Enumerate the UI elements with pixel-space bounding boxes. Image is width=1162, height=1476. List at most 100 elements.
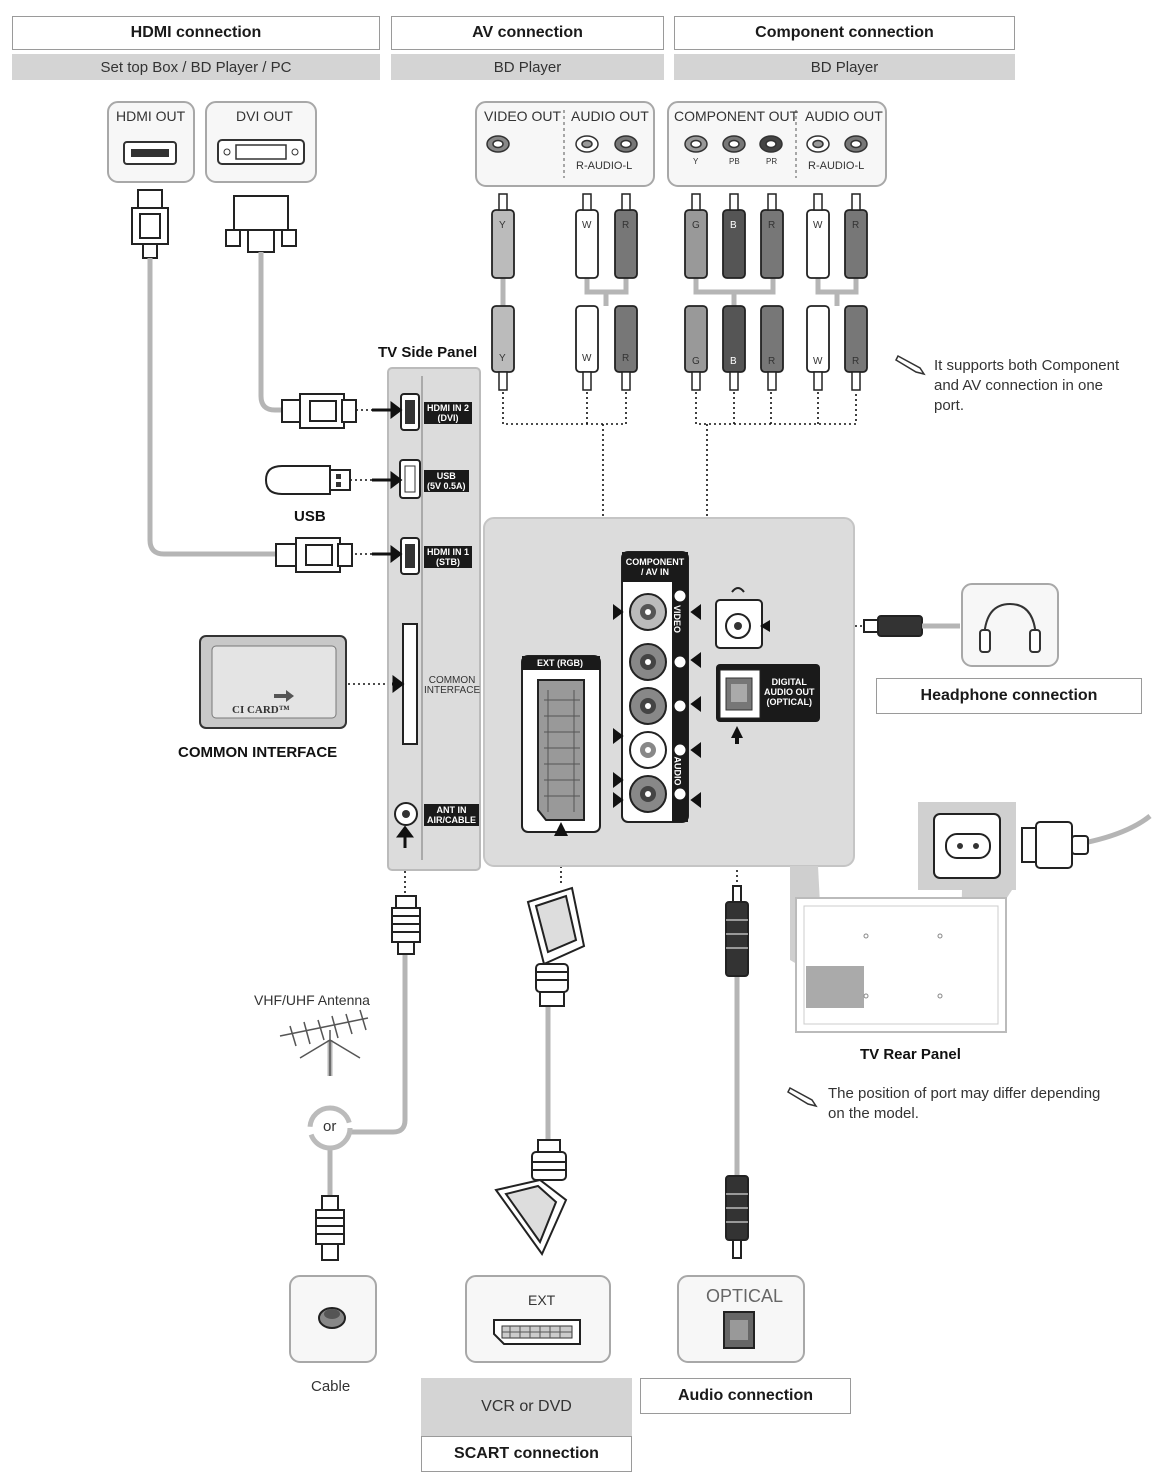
scart-socket-icon [493,1319,581,1345]
component-connection-header: Component connection [674,16,1015,50]
video-vertical-label: VIDEO [672,604,683,634]
common-interface-title: COMMON INTERFACE [178,744,338,761]
plug-label-r-bottom: R [622,353,630,364]
plug-label-y-bottom: Y [499,353,506,364]
plug-label-y-top: Y [499,220,506,231]
scart-plug-bottom [494,1139,568,1256]
ant-in-text: ANT IN [436,805,467,815]
tv-rear-illustration [795,897,1007,1033]
component-connection-subtitle: BD Player [674,54,1015,80]
tv-side-panel-title: TV Side Panel [378,344,478,361]
note-pencil-icon [787,354,926,1108]
component-av-in-text-1: COMPONENT [625,557,685,567]
rca-plugs-bottom [491,305,868,373]
antenna-icon [279,1009,369,1076]
video-out-label: VIDEO OUT [484,108,562,124]
ext-label: EXT [528,1292,556,1308]
plug-label-r2-top: R [768,220,776,231]
rca-jacks [486,135,868,153]
hdmi-plug-lower [275,537,353,573]
dvi-out-label: DVI OUT [236,108,293,124]
common-interface-text-1: COMMON [428,675,476,686]
hdmi-in2-label: HDMI IN 2 (DVI) [424,402,473,424]
scart-connection-label: SCART connection [421,1436,632,1472]
optical-socket-icon [723,1311,755,1349]
component-note-line-3: port. [934,397,965,414]
plug-label-r2-bottom: R [768,356,776,367]
headphone-device-box [961,583,1059,667]
component-out-label: COMPONENT OUT [674,108,799,124]
hdmi-in2-sub: (DVI) [437,413,459,423]
hdmi-cable [131,189,169,259]
audio-out-comp-label: AUDIO OUT [805,108,883,124]
headphone-plug [863,615,960,637]
y-jack-label: Y [693,157,699,166]
hdmi-in1-text: HDMI IN 1 [427,547,470,557]
pb-jack-label: PB [729,157,740,166]
vcr-dvd-box: VCR or DVD [421,1378,632,1436]
plug-label-b-top: B [730,220,737,231]
av-connection-subtitle: BD Player [391,54,664,80]
ci-card-icon [199,635,347,729]
hdmi-out-label: HDMI OUT [116,108,186,124]
ci-card-label: CI CARD™ [232,704,290,716]
hdmi-in1-sub: (STB) [436,557,460,567]
common-interface-text-2: INTERFACE [424,685,481,696]
hdmi-in1-label: HDMI IN 1 (STB) [424,546,473,568]
coax-plug-top [391,895,421,955]
audio-connection-label: Audio connection [640,1378,851,1414]
rear-note-line-1: The position of port may differ dependin… [828,1085,1101,1102]
av-connection-header: AV connection [391,16,664,50]
ext-rgb-label: EXT (RGB) [537,658,583,668]
tv-side-panel [387,367,481,871]
ant-in-sub: AIR/CABLE [427,815,476,825]
usb-port-text: USB [436,471,456,481]
hdmi-plug-upper [281,393,357,429]
component-note-line-2: and AV connection in one [934,377,1104,394]
av-out-box [475,101,655,187]
optical-label: OPTICAL [706,1286,784,1306]
dvi-cable [225,195,297,253]
plug-label-w2-top: W [813,220,823,231]
plug-label-r3-top: R [852,220,860,231]
plug-label-w-bottom: W [582,353,592,364]
headphone-connection-label: Headphone connection [876,678,1142,714]
common-interface-label: COMMON INTERFACE [424,676,480,696]
coax-plug-bottom [315,1195,345,1261]
usb-port-sub: (5V 0.5A) [427,481,466,491]
or-label: or [323,1118,337,1135]
rear-note-line-2: on the model. [828,1105,919,1122]
cable-jack-icon [318,1307,346,1329]
or-circle [307,1105,353,1151]
digital-audio-text-3: (OPTICAL) [766,697,813,707]
rca-plugs-top [491,209,868,279]
digital-audio-out-label: DIGITAL AUDIO OUT (OPTICAL) [764,677,815,707]
plug-label-r3-bottom: R [852,356,860,367]
cable-label: Cable [311,1378,351,1395]
plug-label-g-top: G [692,220,700,231]
hdmi-in2-text: HDMI IN 2 [427,403,470,413]
antenna-label: VHF/UHF Antenna [254,992,370,1008]
port-position-note: The position of port may differ dependin… [828,1084,1100,1124]
plug-label-w-top: W [582,220,592,231]
usb-stick-icon [264,465,351,495]
component-av-jacks [629,593,667,813]
tv-rear-panel-label: TV Rear Panel [860,1046,961,1063]
digital-audio-text-2: AUDIO OUT [764,687,815,697]
pr-jack-label: PR [766,157,778,166]
plug-label-b-bottom: B [730,356,737,367]
headphone-small-icon [731,587,745,593]
digital-audio-text-1: DIGITAL [771,677,807,687]
hdmi-connection-header: HDMI connection [12,16,380,50]
usb-label: USB [294,508,326,525]
plug-label-g-bottom: G [692,356,700,367]
plug-label-r-top: R [622,220,630,231]
r-audio-l-comp-label: R-AUDIO-L [808,160,865,172]
audio-vertical-label: AUDIO [672,756,683,786]
plug-label-w2-bottom: W [813,356,823,367]
usb-port-label: USB (5V 0.5A) [424,470,469,492]
r-audio-l-av-label: R-AUDIO-L [576,160,633,172]
component-av-in-text-2: / AV IN [640,567,669,577]
component-support-note: It supports both Component and AV connec… [934,356,1119,416]
